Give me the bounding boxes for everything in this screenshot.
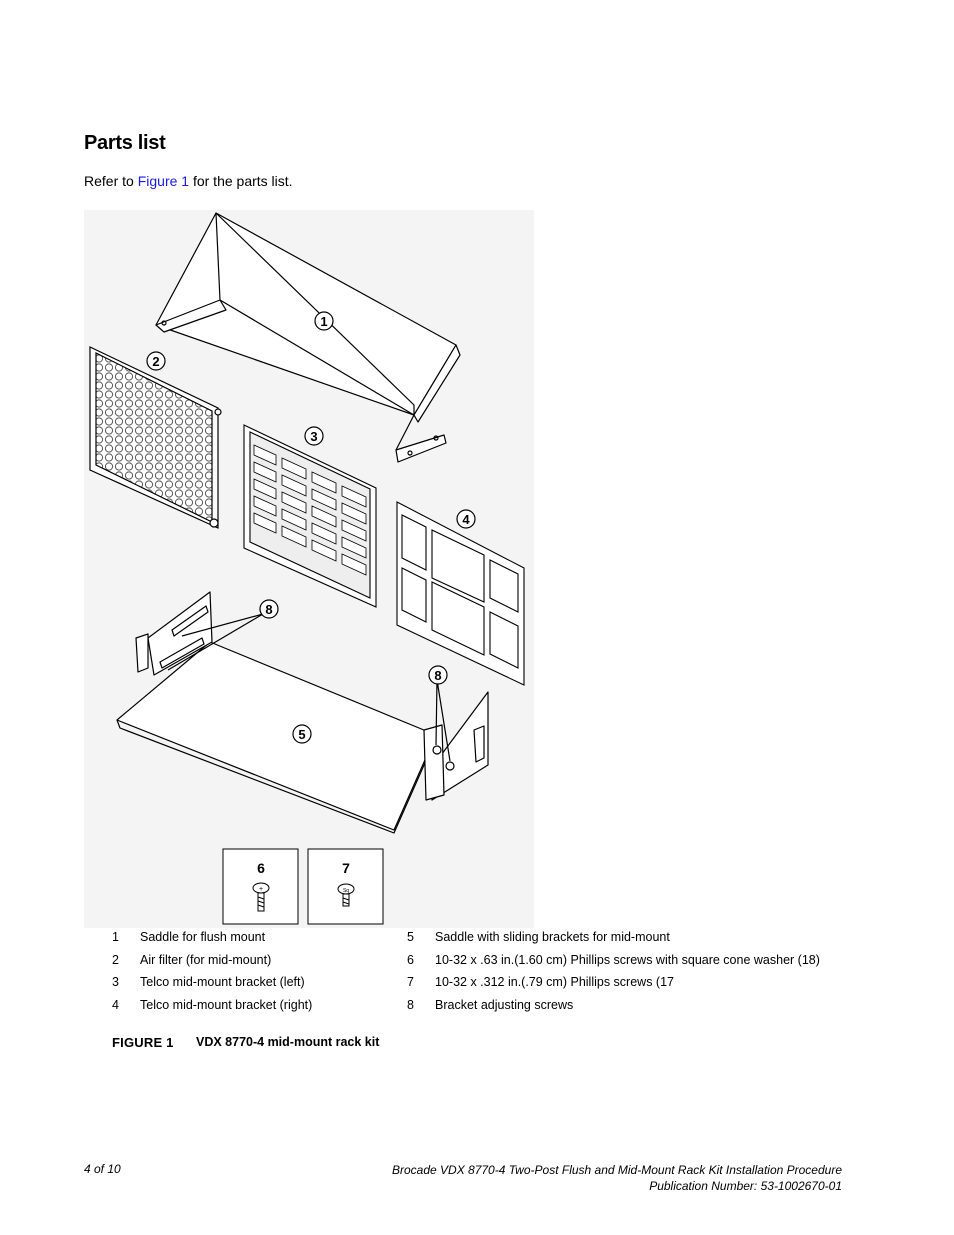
svg-text:8: 8 <box>265 602 272 617</box>
legend-text: 10-32 x .312 in.(.79 cm) Phillips screws… <box>435 975 674 989</box>
svg-text:4: 4 <box>462 512 470 527</box>
screw-box-7: 7 Sq <box>307 848 384 925</box>
legend-number: 7 <box>407 975 414 989</box>
footer-page-number: 4 of 10 <box>84 1162 121 1176</box>
legend-text: Air filter (for mid-mount) <box>140 953 272 967</box>
svg-text:+: + <box>259 886 263 893</box>
footer-doc-info: Brocade VDX 8770-4 Two-Post Flush and Mi… <box>392 1162 842 1194</box>
intro-prefix: Refer to <box>84 173 138 189</box>
svg-text:7: 7 <box>342 860 350 876</box>
phillips-screw-icon: + <box>252 882 270 912</box>
legend-number: 5 <box>407 930 414 944</box>
saddle-flush-mount <box>155 212 461 463</box>
legend-text: Telco mid-mount bracket (right) <box>140 998 313 1012</box>
legend-number: 1 <box>112 930 119 944</box>
svg-text:8: 8 <box>434 668 441 683</box>
rack-kit-figure: 1 2 3 4 5 8 8 6 <box>84 210 534 928</box>
legend-text: Bracket adjusting screws <box>435 998 574 1012</box>
svg-text:2: 2 <box>152 354 159 369</box>
svg-text:Sq: Sq <box>343 888 349 894</box>
square-washer-screw-icon: Sq <box>337 883 355 907</box>
callout-leaders <box>167 613 451 762</box>
legend-number: 3 <box>112 975 119 989</box>
legend-number: 6 <box>407 953 414 967</box>
legend-number: 4 <box>112 998 119 1012</box>
section-heading: Parts list <box>84 132 166 154</box>
legend-number: 2 <box>112 953 119 967</box>
callout-5: 5 <box>292 724 312 744</box>
svg-text:6: 6 <box>257 860 265 876</box>
legend-number: 8 <box>407 998 414 1012</box>
rack-kit-illustration: 1 2 3 4 5 8 8 6 <box>84 210 534 928</box>
figure-caption-label: FIGURE 1 <box>112 1035 174 1050</box>
saddle-sliding-brackets <box>116 591 489 834</box>
figure-caption: FIGURE 1 VDX 8770-4 mid-mount rack kit <box>112 1035 379 1050</box>
legend-text: Telco mid-mount bracket (left) <box>140 975 305 989</box>
svg-text:5: 5 <box>298 727 305 742</box>
air-filter <box>89 346 222 529</box>
callout-3: 3 <box>304 426 324 446</box>
callout-1: 1 <box>314 311 334 331</box>
figure-link[interactable]: Figure 1 <box>137 173 190 189</box>
callout-8-left: 8 <box>259 599 279 619</box>
intro-suffix: for the parts list. <box>189 173 293 189</box>
screw-box-6: 6 + <box>222 848 299 925</box>
telco-bracket-right <box>396 501 525 686</box>
svg-text:1: 1 <box>320 314 327 329</box>
callout-4: 4 <box>456 509 476 529</box>
svg-text:3: 3 <box>310 429 317 444</box>
figure-caption-title: VDX 8770-4 mid-mount rack kit <box>196 1035 380 1049</box>
legend-text: Saddle with sliding brackets for mid-mou… <box>435 930 670 944</box>
callout-8-right: 8 <box>428 665 448 685</box>
footer-publication-number: Publication Number: 53-1002670-01 <box>649 1179 842 1193</box>
legend-text: Saddle for flush mount <box>140 930 266 944</box>
footer-doc-title: Brocade VDX 8770-4 Two-Post Flush and Mi… <box>392 1163 842 1177</box>
legend-text: 10-32 x .63 in.(1.60 cm) Phillips screws… <box>435 953 820 967</box>
intro-paragraph: Refer to Figure 1 for the parts list. <box>84 173 293 189</box>
callout-2: 2 <box>146 351 166 371</box>
telco-bracket-left <box>243 424 377 608</box>
